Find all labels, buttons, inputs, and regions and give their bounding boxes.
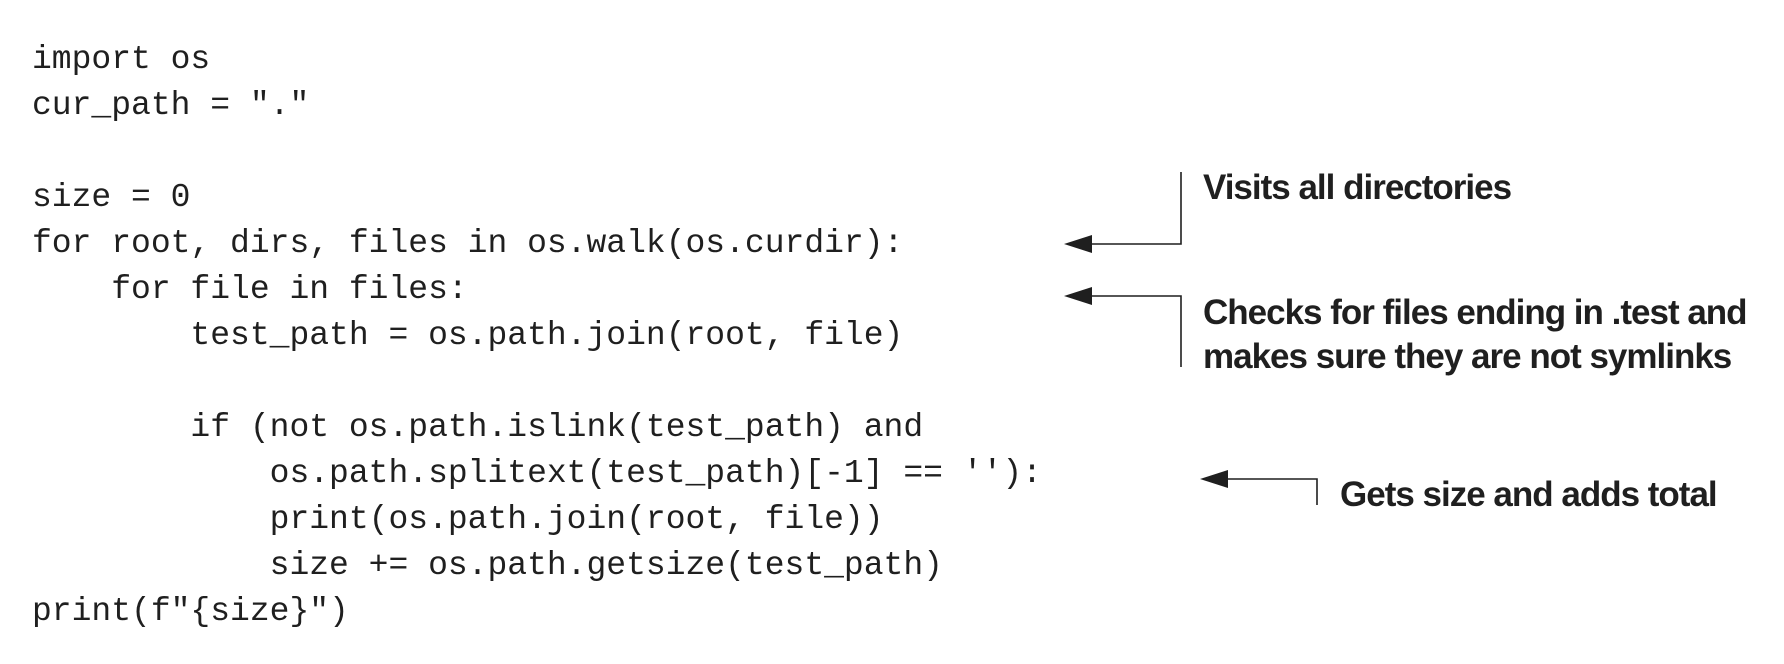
callout-arrow-visits — [1064, 172, 1182, 253]
annotation-checks-files-line2: makes sure they are not symlinks — [1203, 337, 1732, 376]
code-line-6: for file in files: — [32, 271, 468, 308]
annotation-visits-all-directories: Visits all directories — [1203, 168, 1512, 207]
code-line-11: print(os.path.join(root, file)) — [32, 501, 884, 538]
callout-arrow-checks — [1064, 287, 1182, 367]
code-line-4: size = 0 — [32, 179, 191, 216]
code-line-7: test_path = os.path.join(root, file) — [32, 317, 904, 354]
code-line-5: for root, dirs, files in os.walk(os.curd… — [32, 225, 904, 262]
code-line-9: if (not os.path.islink(test_path) and — [32, 409, 924, 446]
callout-arrow-gets-size — [1200, 470, 1318, 505]
code-line-10: os.path.splitext(test_path)[-1] == ''): — [32, 455, 1042, 492]
annotation-checks-files-line1: Checks for files ending in .test and — [1203, 293, 1748, 332]
code-line-2: cur_path = "." — [32, 87, 310, 124]
code-line-12: size += os.path.getsize(test_path) — [32, 547, 943, 584]
annotation-gets-size: Gets size and adds total — [1340, 475, 1718, 514]
code-line-1: import os — [32, 41, 211, 78]
code-line-13: print(f"{size}") — [32, 593, 349, 630]
